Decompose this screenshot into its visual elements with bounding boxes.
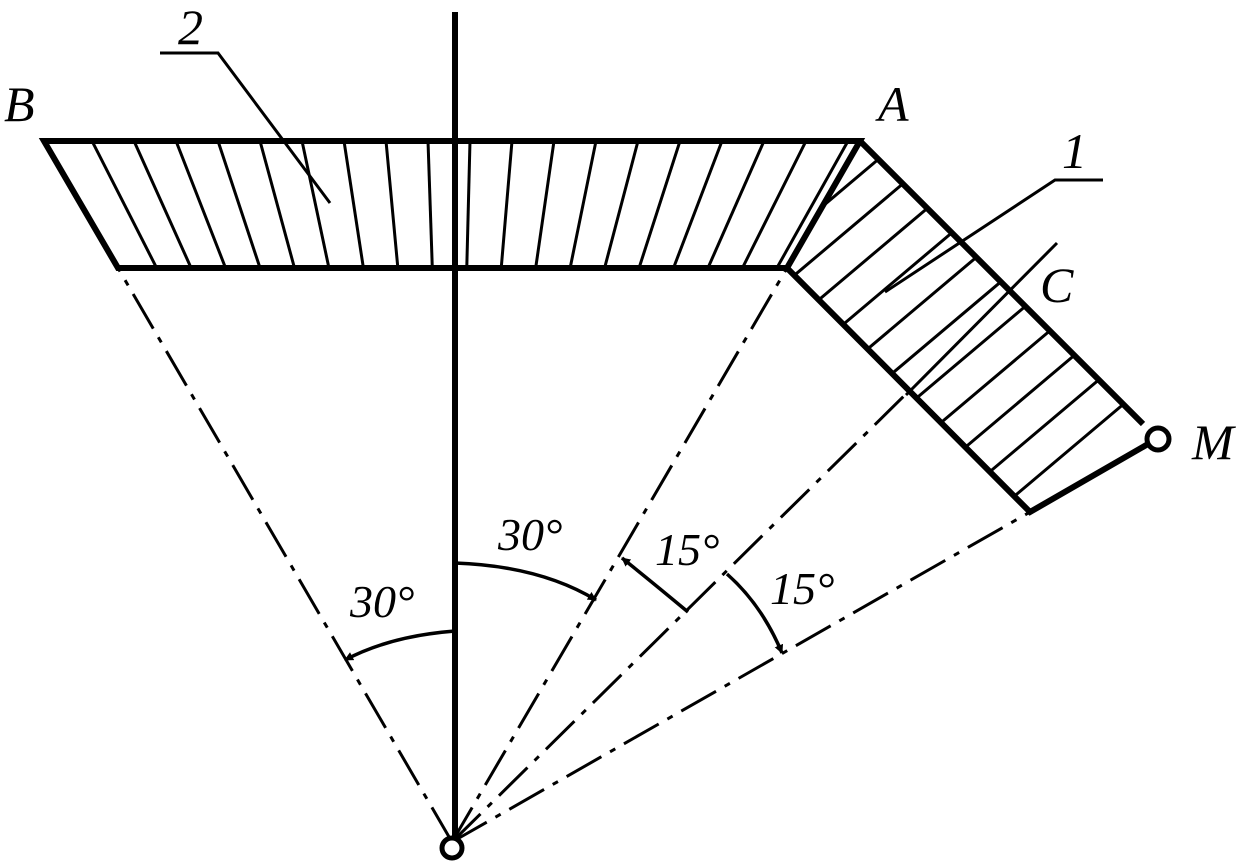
hatch-line xyxy=(775,141,850,268)
hatch-line xyxy=(342,141,365,268)
hatch-line xyxy=(426,141,434,268)
hatch-line xyxy=(706,141,766,268)
hatch-line xyxy=(741,141,808,268)
label-angle-first-15: 15° xyxy=(655,524,719,575)
hatch-line xyxy=(672,141,724,268)
part-1-hatching xyxy=(787,141,1143,512)
arc-right-30 xyxy=(454,561,597,602)
hatch-line xyxy=(984,384,1143,512)
arc-left-30 xyxy=(344,629,456,662)
hatch-line xyxy=(603,141,640,268)
ray-60 xyxy=(451,510,1031,844)
hatch-line xyxy=(886,286,1048,425)
label-angle-left-30: 30° xyxy=(349,576,414,627)
hatch-line xyxy=(174,141,227,268)
label-point-c: C xyxy=(1040,257,1074,313)
hatch-line xyxy=(132,141,193,268)
arc-second-15 xyxy=(725,572,784,654)
label-point-b: B xyxy=(4,76,35,132)
hatch-line xyxy=(300,141,331,268)
construction-rays xyxy=(116,267,1031,844)
hatch-line xyxy=(935,335,1097,474)
section-line-c xyxy=(904,241,1059,397)
hatch-line xyxy=(384,141,400,268)
hatch-line xyxy=(788,188,950,327)
label-angle-second-15: 15° xyxy=(770,563,834,614)
hatch-line xyxy=(837,237,999,376)
hinge-m-circle xyxy=(1144,425,1172,453)
hatch-line xyxy=(910,311,1073,449)
ray-right-30 xyxy=(450,267,789,843)
ray-left-30 xyxy=(116,267,454,843)
part-2-hatching xyxy=(90,141,850,268)
hatch-line xyxy=(258,141,296,268)
leader-part-2 xyxy=(160,51,332,204)
hatch-line xyxy=(812,213,975,351)
label-angle-right-30: 30° xyxy=(497,509,562,560)
leader-part-1 xyxy=(884,178,1103,294)
hatch-line xyxy=(534,141,556,268)
hatch-line xyxy=(568,141,598,268)
hatch-line xyxy=(861,262,1024,400)
hatch-line xyxy=(637,141,682,268)
part-1-body xyxy=(784,138,1150,516)
label-point-m: M xyxy=(1191,414,1236,470)
ray-45 xyxy=(450,388,912,844)
label-part-2: 2 xyxy=(178,0,203,55)
pivot-circle xyxy=(439,835,465,861)
hatch-line xyxy=(499,141,514,268)
hatch-line xyxy=(465,141,472,268)
hatch-line xyxy=(216,141,262,268)
label-part-1: 1 xyxy=(1062,123,1087,179)
label-point-a: A xyxy=(875,76,909,132)
arc-first-15 xyxy=(620,556,690,614)
hatch-line xyxy=(90,141,159,268)
